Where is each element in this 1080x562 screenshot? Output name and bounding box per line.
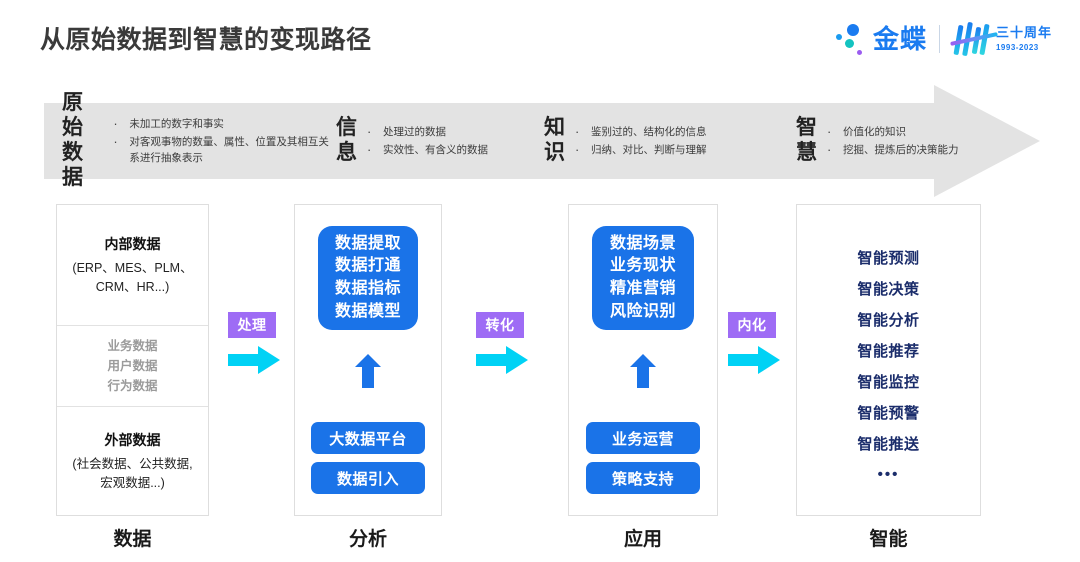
list-ellipsis: ••• — [877, 466, 900, 483]
banner-bullet-text: 挖掘、提炼后的决策能力 — [843, 144, 959, 156]
page-title: 从原始数据到智慧的变现路径 — [40, 26, 372, 54]
anniversary-badge: 三十周年 1993-2023 — [950, 21, 1052, 57]
bullet-dot-icon: · — [367, 124, 372, 139]
bullet-dot-icon: · — [827, 124, 832, 139]
external-data-title: 外部数据 — [104, 432, 161, 449]
list-item: 智能推送 — [857, 436, 920, 453]
bullet-dot-icon: · — [575, 142, 580, 157]
intelligence-capability-list: 智能预测 智能决策 智能分析 智能推荐 智能监控 智能预警 智能推送 ••• — [796, 204, 981, 516]
maturity-arrow-banner — [44, 85, 1040, 197]
anniversary-years: 1993-2023 — [995, 42, 1039, 52]
list-item: 智能监控 — [857, 374, 920, 391]
banner-item-heading: 知 识 — [544, 116, 565, 164]
banner-bullet-text: 归纳、对比、判断与理解 — [591, 144, 707, 156]
data-type-item: 业务数据 — [107, 338, 158, 353]
banner-bullet-text: 实效性、有含义的数据 — [383, 144, 488, 156]
banner-item-heading: 信 息 — [336, 116, 357, 164]
banner-item-list: 原始 数据 · 未加工的数字和事实 · 对客观事物的数量、属性、位置及其相互关系… — [44, 85, 1040, 197]
banner-bullet-text: 鉴别过的、结构化的信息 — [591, 126, 707, 138]
column-label-data: 数据 — [113, 529, 152, 550]
bullet-dot-icon: · — [367, 142, 372, 157]
data-type-item: 用户数据 — [107, 358, 158, 373]
brand-logo: 金蝶 三十周年 1993-2023 — [833, 18, 1052, 60]
banner-item-heading: 原始 数据 — [62, 91, 83, 189]
banner-item-wisdom: 智 慧 · 价值化的知识 · 挖掘、提炼后的决策能力 — [796, 103, 1040, 179]
banner-item-raw-data: 原始 数据 · 未加工的数字和事实 · 对客观事物的数量、属性、位置及其相互关系… — [44, 91, 336, 188]
banner-item-heading: 智 慧 — [796, 116, 817, 164]
data-type-item: 行为数据 — [107, 379, 158, 394]
connector-tag: 转化 — [476, 312, 524, 338]
banner-item-information: 信 息 · 处理过的数据 · 实效性、有含义的数据 — [336, 103, 544, 179]
application-pill-strategy-support[interactable]: 策略支持 — [586, 462, 700, 494]
internal-data-title: 内部数据 — [104, 236, 161, 253]
application-pill-business-ops[interactable]: 业务运营 — [586, 422, 700, 454]
anniversary-mark-icon — [950, 21, 998, 57]
list-item: 智能推荐 — [857, 343, 920, 360]
banner-item-knowledge: 知 识 · 鉴别过的、结构化的信息 · 归纳、对比、判断与理解 — [544, 103, 796, 179]
analysis-pill-data-ingest[interactable]: 数据引入 — [311, 462, 425, 494]
banner-bullet-text: 处理过的数据 — [383, 126, 446, 138]
brand-divider — [938, 25, 940, 53]
column-label-intelligence: 智能 — [869, 529, 908, 550]
bullet-dot-icon: · — [575, 124, 580, 139]
list-item: 智能决策 — [857, 281, 920, 298]
connector-tag: 处理 — [228, 312, 276, 338]
external-data-subtitle: (社会数据、公共数据, 宏观数据...) — [72, 457, 193, 490]
column-label-analysis: 分析 — [348, 529, 387, 550]
data-types-section: 业务数据 用户数据 行为数据 — [57, 325, 208, 407]
bullet-dot-icon: · — [827, 142, 832, 157]
connector-processing: 处理 — [228, 312, 288, 374]
right-arrow-icon — [228, 346, 280, 374]
list-item: 智能分析 — [857, 312, 920, 329]
kingdee-dots-icon — [833, 22, 867, 56]
connector-transformation: 转化 — [476, 312, 536, 374]
bullet-dot-icon: · — [113, 116, 118, 131]
connector-internalization: 内化 — [728, 312, 788, 374]
column-label-application: 应用 — [623, 529, 662, 550]
right-arrow-icon — [728, 346, 780, 374]
banner-bullet-text: 价值化的知识 — [843, 126, 906, 138]
anniversary-label: 三十周年 — [995, 25, 1052, 41]
external-data-section: 外部数据 (社会数据、公共数据, 宏观数据...) — [57, 407, 208, 515]
list-item: 智能预测 — [857, 250, 920, 267]
banner-bullet-text: 未加工的数字和事实 — [129, 118, 224, 130]
column-intelligence[interactable] — [796, 204, 981, 516]
list-item: 智能预警 — [857, 405, 920, 422]
internal-data-subtitle: (ERP、MES、PLM、 CRM、HR...) — [72, 261, 193, 294]
application-scenario-card[interactable]: 数据场景 业务现状 精准营销 风险识别 — [592, 226, 694, 330]
analysis-pill-bigdata-platform[interactable]: 大数据平台 — [311, 422, 425, 454]
up-arrow-icon — [630, 354, 656, 388]
brand-name: 金蝶 — [872, 24, 927, 54]
up-arrow-icon — [355, 354, 381, 388]
banner-bullet-text: 对客观事物的数量、属性、位置及其相互关系进行抽象表示 — [129, 136, 329, 164]
bullet-dot-icon: · — [113, 134, 118, 149]
connector-tag: 内化 — [728, 312, 776, 338]
internal-data-section: 内部数据 (ERP、MES、PLM、 CRM、HR...) — [57, 205, 208, 325]
right-arrow-icon — [476, 346, 528, 374]
column-data[interactable]: 内部数据 (ERP、MES、PLM、 CRM、HR...) 业务数据 用户数据 … — [56, 204, 209, 516]
analysis-capability-card[interactable]: 数据提取 数据打通 数据指标 数据模型 — [318, 226, 418, 330]
